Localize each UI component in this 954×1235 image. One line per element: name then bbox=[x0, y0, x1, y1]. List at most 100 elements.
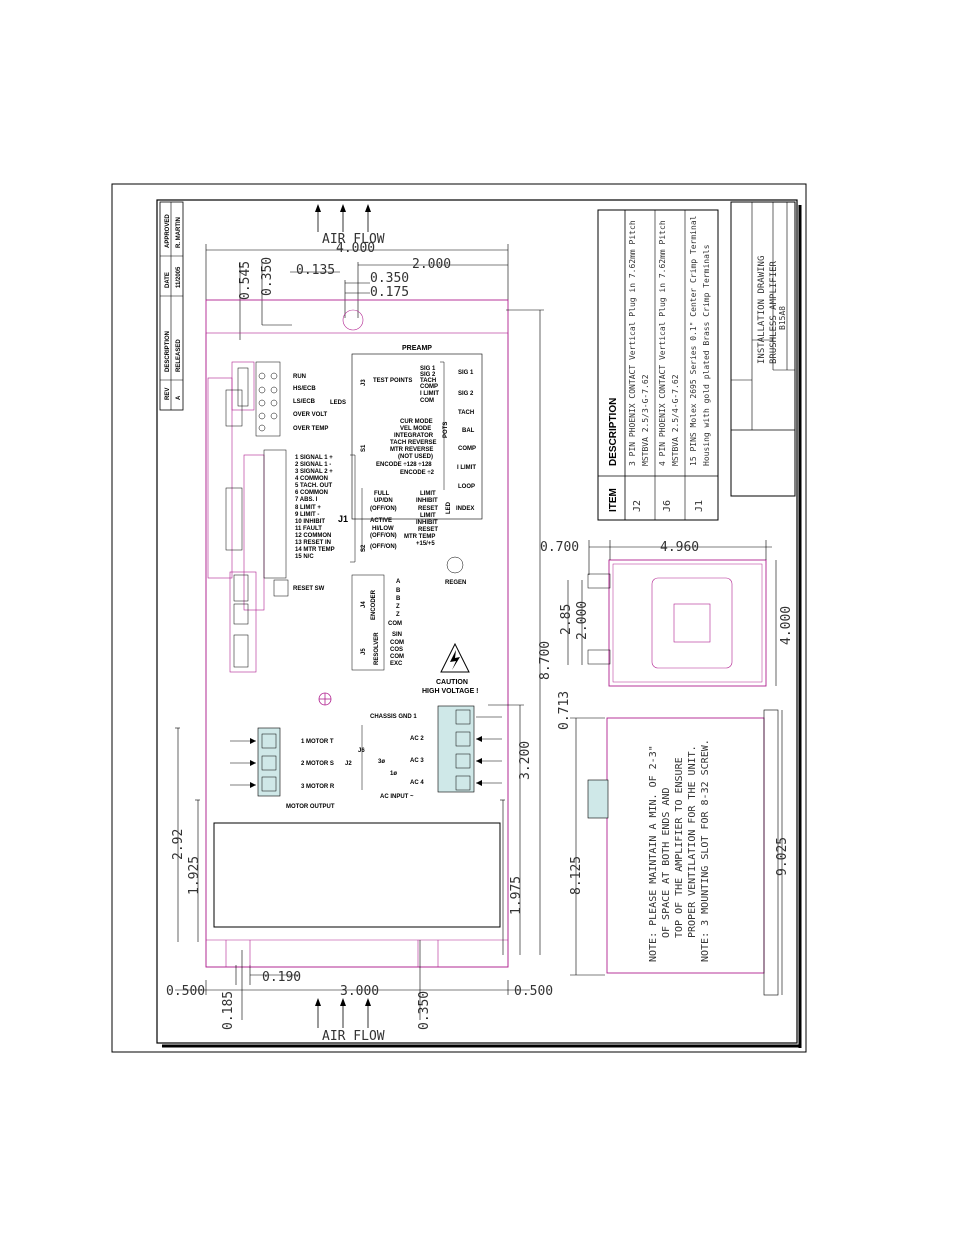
motor-connector: 1 MOTOR T 2 MOTOR S 3 MOTOR R J2 MOTOR O… bbox=[230, 727, 352, 810]
encoder-resolver: ENCODER J4 A B B Z Z COM RESOLVER J5 SIN… bbox=[351, 574, 404, 671]
dim-0350-top: 0.350 bbox=[370, 271, 409, 286]
encoder-tag: ENCODER bbox=[371, 589, 377, 620]
ground-screw-icon bbox=[318, 692, 332, 706]
dim-0500-left: 0.500 bbox=[166, 984, 205, 999]
led-run: RUN bbox=[293, 374, 306, 380]
tp-sig2: SIG 2 bbox=[420, 372, 436, 378]
dim-3200: 3.200 bbox=[518, 741, 533, 780]
j1-pin-5: 5 TACH. OUT bbox=[295, 483, 333, 489]
rev-desc-value: RELEASED bbox=[176, 339, 182, 372]
preamp-title: PREAMP bbox=[402, 345, 432, 352]
j1-pin-4: 4 COMMON bbox=[295, 476, 328, 482]
s2-left-4: ACTIVE bbox=[370, 518, 392, 524]
res-pin-3: COS bbox=[390, 647, 403, 653]
motor-pin-3: 3 MOTOR R bbox=[301, 784, 335, 790]
test-points-title: TEST POINTS bbox=[373, 378, 412, 384]
dim-0350-bottom: 0.350 bbox=[417, 991, 432, 1030]
s2-right-7: MTR TEMP bbox=[404, 534, 435, 540]
note-line-1: NOTE: PLEASE MAINTAIN A MIN. OF 2-3" bbox=[648, 745, 659, 962]
s2-left-5: HI/LOW bbox=[372, 526, 394, 532]
pot-comp: COMP bbox=[458, 446, 476, 452]
rev-desc-col-label: DESCRIPTION bbox=[165, 331, 171, 372]
row-2-line2: MSTBVA 2.5/4-G-7.62 bbox=[671, 374, 680, 466]
pots-tag: POTS bbox=[443, 422, 449, 438]
led-tag: LED bbox=[446, 501, 452, 514]
led-hs-ecb: HS/ECB bbox=[293, 386, 316, 392]
resolver-tag: RESOLVER bbox=[374, 632, 380, 665]
s2-left-2: UP/DN bbox=[374, 498, 393, 504]
row-3-line2: Housing with gold plated Brass Crimp Ter… bbox=[702, 244, 711, 466]
airflow-top-label: AIR FLOW bbox=[322, 232, 385, 247]
dim-4000-top: 4.000 bbox=[336, 241, 375, 256]
row-1-line2: MSTBVA 2.5/3-G-7.62 bbox=[641, 374, 650, 466]
s2-right-3: RESET bbox=[418, 506, 438, 512]
s2-right-6: RESET bbox=[418, 527, 438, 533]
led-over-volt: OVER VOLT bbox=[293, 412, 328, 418]
side-view: 0.713 8.125 9.025 NOTE: PLEASE MAINTAIN … bbox=[557, 691, 790, 996]
power-pin-2: AC 2 bbox=[410, 736, 424, 742]
enc-pin-1: A bbox=[396, 579, 401, 585]
pot-tach: TACH bbox=[458, 410, 474, 416]
row-1-item: J2 bbox=[632, 500, 643, 512]
pot-bal: BAL bbox=[462, 428, 475, 434]
lightning-icon bbox=[450, 650, 460, 670]
dim-0190: 0.190 bbox=[262, 970, 301, 985]
row-3-item: J1 bbox=[694, 500, 705, 512]
dim-0175: 0.175 bbox=[370, 285, 409, 300]
dim-0185: 0.185 bbox=[221, 991, 236, 1030]
s1-item-7: ENCODE ÷128 ÷128 bbox=[376, 462, 432, 468]
dim-1925: 1.925 bbox=[187, 856, 202, 895]
pot-sig2: SIG 2 bbox=[458, 391, 474, 397]
top-dimensions: 4.000 2.000 0.135 0.350 0.175 0.545 0.35… bbox=[205, 241, 509, 340]
rev-approved-value: R. MARTIN bbox=[176, 217, 182, 248]
power-connector: CHASSIS GND 1 AC 2 AC 3 AC 4 J6 3ø 1ø AC… bbox=[358, 705, 502, 800]
j6-tag: J6 bbox=[358, 748, 365, 754]
caution-label: CAUTION bbox=[436, 679, 468, 686]
dim-8700: 8.700 bbox=[538, 641, 553, 680]
s2-right-8: +15/+5 bbox=[416, 541, 435, 547]
j1-pin-15: 15 N/C bbox=[295, 554, 314, 560]
dim-3000: 3.000 bbox=[340, 984, 379, 999]
j2-tag: J2 bbox=[345, 761, 352, 767]
rev-approved-col-label: APPROVED bbox=[165, 214, 171, 248]
rev-value: A bbox=[176, 395, 182, 400]
s2-left-3: (OFF/ON) bbox=[370, 506, 397, 512]
enc-pin-5: Z bbox=[396, 612, 400, 618]
j1-pin-2: 2 SIGNAL 1 - bbox=[295, 462, 331, 468]
left-dimensions: 2.92 1.925 bbox=[171, 727, 202, 942]
power-pin-3: AC 3 bbox=[410, 758, 424, 764]
power-pin-1: CHASSIS GND 1 bbox=[370, 714, 417, 720]
rev-date-col-label: DATE bbox=[165, 272, 171, 288]
row-2-line1: 4 PIN PHOENIX CONTACT Vertical Plug in 7… bbox=[658, 220, 667, 466]
dim-2000-heatsink: 2.000 bbox=[575, 601, 590, 640]
s2-left-1: FULL bbox=[374, 491, 390, 497]
led-over-temp: OVER TEMP bbox=[293, 426, 328, 432]
res-pin-4: COM bbox=[390, 654, 404, 660]
dim-0545: 0.545 bbox=[238, 261, 253, 300]
motor-output-label: MOTOR OUTPUT bbox=[286, 804, 335, 810]
pot-loop: LOOP bbox=[458, 484, 475, 490]
encoder-j: J4 bbox=[361, 601, 367, 608]
heatsink-window bbox=[213, 822, 501, 928]
note-line-5: NOTE: 3 MOUNTING SLOT FOR 8-32 SCREW. bbox=[700, 739, 711, 962]
s1-item-5: MTR REVERSE bbox=[390, 447, 433, 453]
tp-com: COM bbox=[420, 398, 434, 404]
j1-pin-7: 7 ABS. I bbox=[295, 497, 318, 503]
enc-pin-4: Z bbox=[396, 604, 400, 610]
left-connectors: RESET SW bbox=[207, 377, 325, 673]
s1-item-4: TACH REVERSE bbox=[390, 440, 437, 446]
tp-tach: TACH bbox=[420, 378, 436, 384]
enc-pin-3: B bbox=[396, 596, 401, 602]
power-pin-4: AC 4 bbox=[410, 780, 424, 786]
dim-0350-left: 0.350 bbox=[260, 257, 275, 296]
title-line-1: INSTALLATION DRAWING bbox=[757, 256, 767, 364]
dim-4000-heatsink: 4.000 bbox=[779, 606, 794, 645]
s2-right-4: LIMIT bbox=[420, 513, 436, 519]
j1-pin-11: 11 FAULT bbox=[295, 526, 322, 532]
ac-input-label: AC INPUT ~ bbox=[380, 794, 414, 800]
enc-pin-2: B bbox=[396, 588, 401, 594]
dim-4960: 4.960 bbox=[660, 540, 699, 555]
regen-label: REGEN bbox=[445, 580, 466, 586]
s2-right-2: INHIBIT bbox=[416, 498, 438, 504]
title-line-2: BRUSHLESS AMPLIFIER bbox=[769, 260, 779, 364]
